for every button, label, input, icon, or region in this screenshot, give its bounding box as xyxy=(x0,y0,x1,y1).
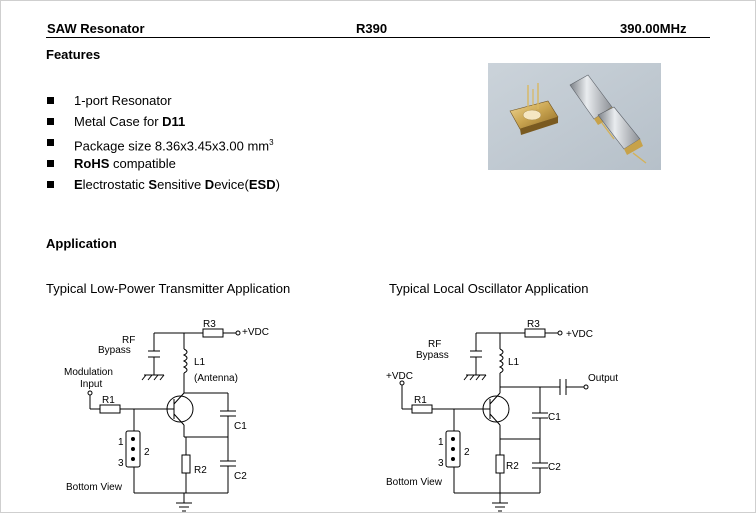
r1-label: R1 xyxy=(414,395,427,406)
frequency: 390.00MHz xyxy=(620,21,687,36)
rf-label: RF xyxy=(122,335,135,346)
rf-label: RF xyxy=(428,339,441,350)
features-heading: Features xyxy=(46,47,101,62)
pin1-label: 1 xyxy=(438,437,444,448)
bullet-icon xyxy=(47,118,54,125)
vdc-label: +VDC xyxy=(242,327,269,338)
feature-item: 1-port Resonator xyxy=(46,91,280,112)
antenna-label: (Antenna) xyxy=(194,373,238,384)
bypass-label: Bypass xyxy=(416,350,449,361)
pin2-label: 2 xyxy=(144,447,150,458)
r2-label: R2 xyxy=(194,465,207,476)
resonator-gold-base xyxy=(509,83,559,135)
bullet-icon xyxy=(47,97,54,104)
vdc-left-label: +VDC xyxy=(386,371,413,382)
part-number: R390 xyxy=(356,21,388,36)
product-photo xyxy=(488,63,661,170)
l1-label: L1 xyxy=(508,357,520,368)
input-label: Input xyxy=(80,379,102,390)
c2-label: C2 xyxy=(548,462,561,473)
bullet-icon xyxy=(47,160,54,167)
modulation-label: Modulation xyxy=(64,367,113,378)
c1-label: C1 xyxy=(548,412,561,423)
header-rule xyxy=(46,37,710,38)
transmitter-title: Typical Low-Power Transmitter Applicatio… xyxy=(46,281,291,296)
pin3-label: 3 xyxy=(118,458,124,469)
r3-label: R3 xyxy=(203,319,216,330)
bullet-icon xyxy=(47,139,54,146)
transmitter-schematic: RF Bypass R3 +VDC L1 (Antenna) Modulatio… xyxy=(64,319,269,512)
bullet-icon xyxy=(47,181,54,188)
bottom-view-label: Bottom View xyxy=(66,482,123,493)
r1-label: R1 xyxy=(102,395,115,406)
resonator-metal-can xyxy=(597,106,647,164)
feature-list: 1-port Resonator Metal Case for D11 Pack… xyxy=(46,91,280,196)
feature-item: Package size 8.36x3.45x3.00 mm3 xyxy=(46,133,280,154)
application-heading: Application xyxy=(46,236,117,251)
oscillator-title: Typical Local Oscillator Application xyxy=(389,281,589,296)
product-type: SAW Resonator xyxy=(47,21,145,36)
pin3-label: 3 xyxy=(438,458,444,469)
pin2-label: 2 xyxy=(464,447,470,458)
oscillator-schematic: RF Bypass R3 +VDC L1 +VDC Output R1 C1 R… xyxy=(386,319,618,512)
l1-label: L1 xyxy=(194,357,206,368)
feature-item: Electrostatic Sensitive Device(ESD) xyxy=(46,175,280,196)
feature-item: Metal Case for D11 xyxy=(46,112,280,133)
vdc-label: +VDC xyxy=(566,329,593,340)
output-label: Output xyxy=(588,373,618,384)
c2-label: C2 xyxy=(234,471,247,482)
bottom-view-label: Bottom View xyxy=(386,477,443,488)
c1-label: C1 xyxy=(234,421,247,432)
bypass-label: Bypass xyxy=(98,345,131,356)
feature-item: RoHS compatible xyxy=(46,154,280,175)
r3-label: R3 xyxy=(527,319,540,330)
r2-label: R2 xyxy=(506,461,519,472)
pin1-label: 1 xyxy=(118,437,124,448)
